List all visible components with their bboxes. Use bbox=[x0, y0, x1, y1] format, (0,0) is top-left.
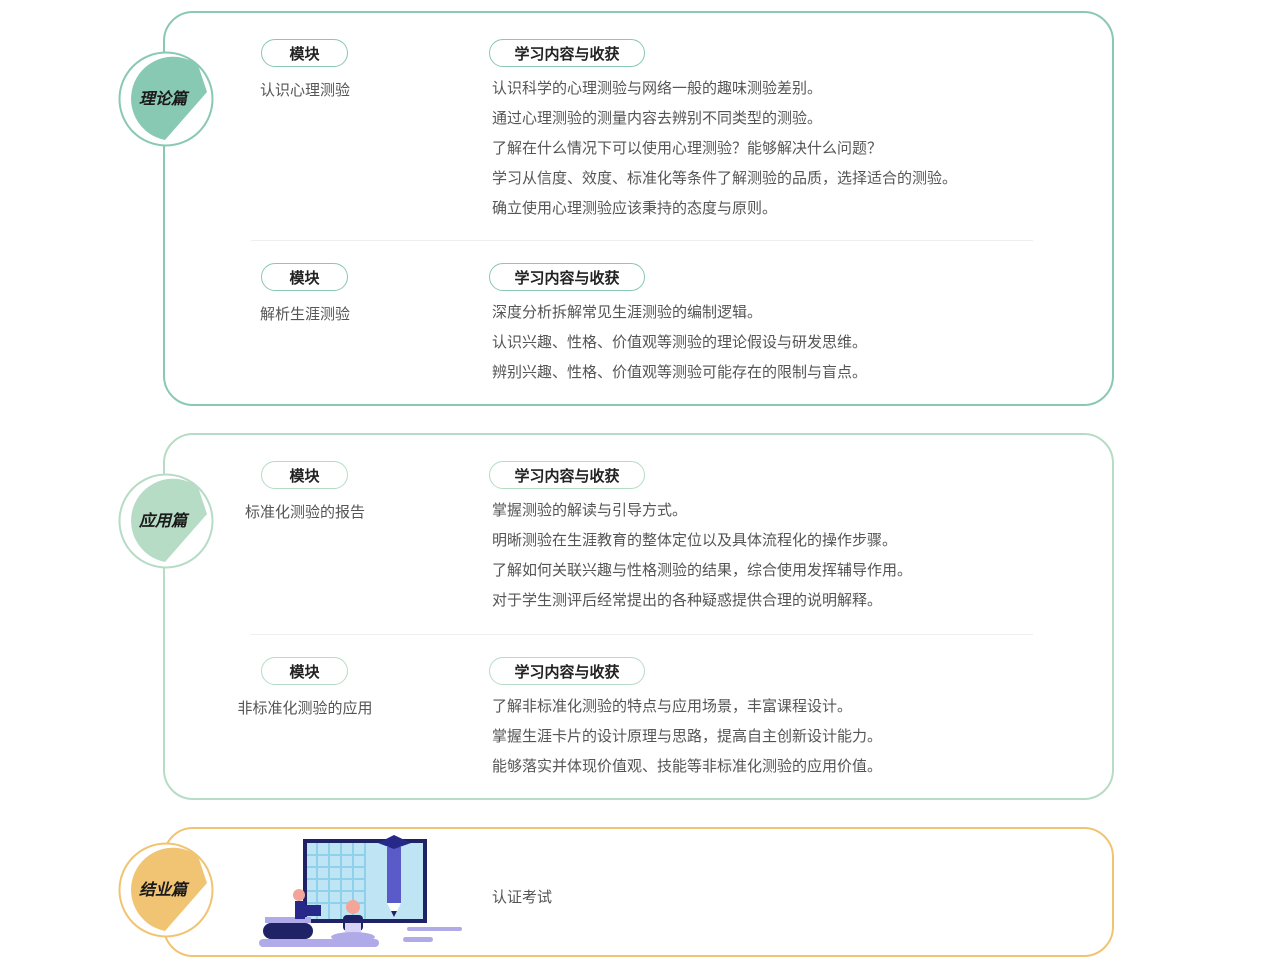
section-badge: 结业篇 bbox=[118, 842, 214, 938]
content-line: 认识兴趣、性格、价值观等测验的理论假设与研发思维。 bbox=[492, 333, 868, 351]
content-line: 通过心理测验的测量内容去辨别不同类型的测验。 bbox=[492, 109, 823, 127]
content-list: 掌握测验的解读与引导方式。明晰测验在生涯教育的整体定位以及具体流程化的操作步骤。… bbox=[492, 501, 912, 621]
module-name: 解析生涯测验 bbox=[259, 305, 350, 323]
graduation-illustration bbox=[257, 831, 467, 955]
content-label-pill: 学习内容与收获 bbox=[489, 39, 645, 67]
content-list: 了解非标准化测验的特点与应用场景，丰富课程设计。掌握生涯卡片的设计原理与思路，提… bbox=[492, 697, 882, 787]
module-name: 标准化测验的报告 bbox=[244, 503, 365, 521]
content-line: 了解非标准化测验的特点与应用场景，丰富课程设计。 bbox=[492, 697, 853, 715]
content-list: 深度分析拆解常见生涯测验的编制逻辑。认识兴趣、性格、价值观等测验的理论假设与研发… bbox=[492, 303, 867, 393]
badge-shape-icon bbox=[118, 473, 214, 569]
module-divider bbox=[251, 634, 1033, 635]
final-exam-text: 认证考试 bbox=[492, 888, 553, 906]
content-line: 能够落实并体现价值观、技能等非标准化测验的应用价值。 bbox=[492, 757, 883, 775]
content-list: 认识科学的心理测验与网络一般的趣味测验差别。通过心理测验的测量内容去辨别不同类型… bbox=[492, 79, 957, 229]
content-label-pill: 学习内容与收获 bbox=[489, 657, 645, 685]
content-line: 明晰测验在生涯教育的整体定位以及具体流程化的操作步骤。 bbox=[492, 531, 898, 549]
content-line: 学习从信度、效度、标准化等条件了解测验的品质，选择适合的测验。 bbox=[492, 169, 958, 187]
content-line: 了解如何关联兴趣与性格测验的结果，综合使用发挥辅导作用。 bbox=[492, 561, 913, 579]
content-line: 了解在什么情况下可以使用心理测验？能够解决什么问题？ bbox=[492, 139, 883, 157]
content-line: 掌握生涯卡片的设计原理与思路，提高自主创新设计能力。 bbox=[492, 727, 883, 745]
section-badge: 理论篇 bbox=[118, 51, 214, 147]
content-label-pill: 学习内容与收获 bbox=[489, 461, 645, 489]
section-badge: 应用篇 bbox=[118, 473, 214, 569]
content-line: 确立使用心理测验应该秉持的态度与原则。 bbox=[492, 199, 778, 217]
content-line: 认识科学的心理测验与网络一般的趣味测验差别。 bbox=[492, 79, 823, 97]
content-line: 深度分析拆解常见生涯测验的编制逻辑。 bbox=[492, 303, 763, 321]
module-name: 非标准化测验的应用 bbox=[237, 699, 373, 717]
module-label-pill: 模块 bbox=[261, 263, 348, 291]
module-name: 认识心理测验 bbox=[259, 81, 350, 99]
module-label-pill: 模块 bbox=[261, 657, 348, 685]
section-title: 理论篇 bbox=[138, 89, 187, 108]
content-line: 掌握测验的解读与引导方式。 bbox=[492, 501, 688, 519]
module-divider bbox=[251, 240, 1033, 241]
badge-shape-icon bbox=[118, 51, 214, 147]
content-label-pill: 学习内容与收获 bbox=[489, 263, 645, 291]
section-3: 认证考试 bbox=[163, 827, 1114, 957]
section-title: 结业篇 bbox=[138, 880, 187, 899]
content-line: 对于学生测评后经常提出的各种疑惑提供合理的说明解释。 bbox=[492, 591, 883, 609]
content-line: 辨别兴趣、性格、价值观等测验可能存在的限制与盲点。 bbox=[492, 363, 868, 381]
section-1: 模块学习内容与收获认识心理测验认识科学的心理测验与网络一般的趣味测验差别。通过心… bbox=[163, 11, 1114, 406]
section-title: 应用篇 bbox=[138, 511, 187, 530]
module-label-pill: 模块 bbox=[261, 39, 348, 67]
section-2: 模块学习内容与收获标准化测验的报告掌握测验的解读与引导方式。明晰测验在生涯教育的… bbox=[163, 433, 1114, 800]
badge-shape-icon bbox=[118, 842, 214, 938]
module-label-pill: 模块 bbox=[261, 461, 348, 489]
